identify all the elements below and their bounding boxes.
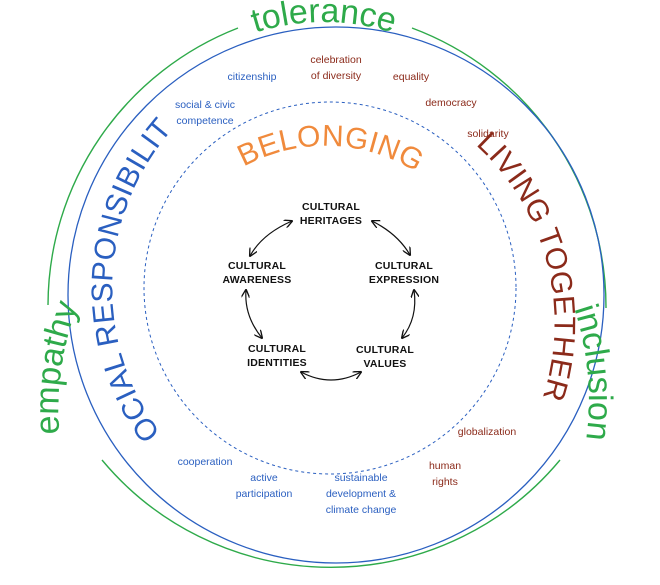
- cultural-awareness-line2: AWARENESS: [223, 274, 292, 286]
- citizenship-label: citizenship: [227, 71, 276, 83]
- human-rights-label-line2: rights: [432, 476, 458, 488]
- outer-ring-bottom: [101, 459, 561, 568]
- arrow-expression-values: [402, 290, 415, 338]
- cultural-values-line2: VALUES: [363, 358, 406, 370]
- social-civic-label-line2: competence: [176, 115, 233, 127]
- cultural-identities-line1: CULTURAL: [248, 343, 306, 355]
- cooperation-label: cooperation: [178, 456, 233, 468]
- active-participation-label-line1: active: [250, 472, 278, 484]
- arrow-identities-awareness: [246, 290, 262, 338]
- active-participation-label-line2: participation: [236, 488, 293, 500]
- celebration-label-line1: celebration: [310, 54, 362, 66]
- sustainable-label-line1: sustainable: [334, 472, 387, 484]
- outer-ring-top-left: [47, 27, 239, 306]
- cultural-identities-line2: IDENTITIES: [247, 357, 307, 369]
- globalization-label: globalization: [458, 426, 517, 438]
- belonging-label: BELONGING: [232, 120, 429, 179]
- social-responsibility-label: SOCIAL RESPONSIBILITY: [0, 0, 178, 448]
- celebration-label-line2: of diversity: [311, 70, 362, 82]
- arrow-heritages-expression: [372, 221, 410, 255]
- cultural-heritages-line1: CULTURAL: [302, 201, 360, 213]
- cultural-awareness-line1: CULTURAL: [228, 260, 286, 272]
- social-civic-label-line1: social & civic: [175, 99, 235, 111]
- democracy-label: democracy: [425, 97, 477, 109]
- arrow-awareness-heritages: [250, 221, 292, 256]
- inner-dashed-ring: [143, 101, 517, 475]
- solidarity-label: solidarity: [467, 128, 509, 140]
- tolerance-label: tolerance: [247, 0, 401, 40]
- cultural-heritages-line2: HERITAGES: [300, 215, 362, 227]
- middle-ring: [67, 26, 605, 564]
- living-together-label: LIVING TOGETHER: [471, 126, 581, 405]
- cultural-values-line1: CULTURAL: [356, 344, 414, 356]
- sustainable-label-line3: climate change: [326, 504, 397, 516]
- sustainable-label-line2: development &: [326, 488, 396, 500]
- cultural-expression-line1: CULTURAL: [375, 260, 433, 272]
- human-rights-label-line1: human: [429, 460, 461, 472]
- empathy-label: empathy: [28, 296, 85, 436]
- arrow-values-identities: [301, 372, 361, 381]
- cultural-expression-line2: EXPRESSION: [369, 274, 439, 286]
- equality-label: equality: [393, 71, 430, 83]
